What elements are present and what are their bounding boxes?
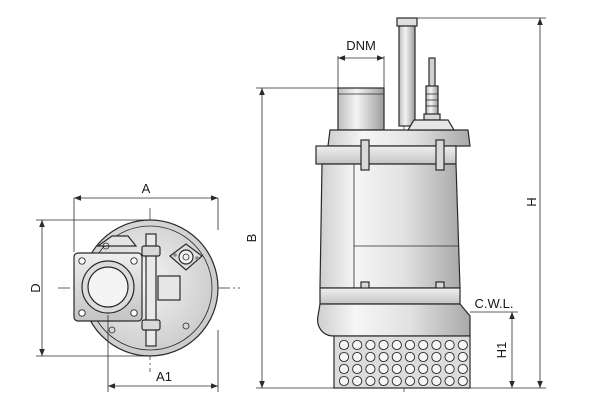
- plan-flange-bolt: [78, 309, 86, 317]
- strainer-hole: [404, 375, 416, 387]
- strainer-hole: [338, 363, 350, 375]
- strainer-hole: [352, 375, 363, 387]
- strainer-hole: [418, 363, 429, 375]
- plan-lifting-bar: [145, 233, 157, 347]
- strainer-hole: [391, 339, 402, 351]
- pump-casing: [317, 303, 471, 337]
- strainer-hole: [365, 351, 376, 363]
- dimension-h1: C.W.L. H1: [470, 296, 518, 388]
- label-h1: H1: [494, 342, 509, 359]
- strainer-hole: [391, 363, 402, 375]
- dimension-dnm: DNM: [337, 38, 385, 88]
- strainer-hole: [431, 363, 442, 375]
- strainer-hole: [418, 351, 429, 363]
- upper-cover: [327, 129, 471, 147]
- strainer-hole: [457, 351, 468, 363]
- strainer-hole: [444, 339, 455, 351]
- strainer-hole: [352, 351, 363, 363]
- strainer-hole: [365, 363, 376, 375]
- plan-terminal-block: [157, 275, 181, 301]
- plan-rim-bolt: [108, 326, 116, 334]
- strainer-hole: [431, 351, 442, 363]
- elevation-view: DNM B H C.W.L. H1: [244, 17, 546, 392]
- strainer-hole: [365, 339, 376, 351]
- strainer-hole: [391, 351, 402, 363]
- strainer-hole: [378, 363, 389, 375]
- label-a1: A1: [156, 369, 172, 384]
- plan-view: A A1 D: [28, 181, 240, 392]
- strainer-holes: [338, 339, 468, 387]
- dimension-a1: A1: [107, 315, 219, 392]
- plan-flange-bolt: [78, 257, 86, 265]
- strainer-hole: [391, 375, 402, 387]
- strainer-hole: [457, 363, 468, 375]
- discharge-pipe: [398, 25, 416, 127]
- strainer-hole: [418, 339, 429, 351]
- strainer-hole: [365, 375, 376, 387]
- strainer-hole: [431, 339, 442, 351]
- strainer-hole: [378, 339, 389, 351]
- strainer-hole: [444, 363, 455, 375]
- motor-flange: [315, 145, 457, 165]
- strainer-hole: [378, 351, 389, 363]
- strainer-hole: [457, 339, 468, 351]
- plan-discharge-bore: [87, 266, 129, 308]
- strainer-hole: [338, 339, 350, 351]
- strainer-hole: [404, 339, 416, 351]
- strainer-hole: [457, 375, 468, 387]
- plan-bar-clamp-lower: [141, 319, 161, 331]
- strainer-hole: [431, 375, 442, 387]
- cable-gland-nut: [423, 113, 441, 121]
- strainer-hole: [338, 351, 350, 363]
- strainer-hole: [444, 351, 455, 363]
- dimension-a: A: [73, 181, 219, 252]
- plan-bar-clamp-upper: [141, 245, 161, 257]
- label-d: D: [28, 283, 43, 292]
- plan-boss-bolt: [102, 242, 110, 250]
- outlet-block: [337, 87, 385, 131]
- label-h: H: [524, 197, 539, 206]
- cover-boss: [406, 119, 456, 131]
- strainer-hole: [404, 363, 416, 375]
- strainer-hole: [338, 375, 350, 387]
- plan-flange-bolts: [78, 257, 138, 317]
- motor-body: [319, 163, 461, 289]
- label-a: A: [142, 181, 151, 196]
- label-cwl: C.W.L.: [474, 296, 513, 311]
- strainer-hole: [418, 375, 429, 387]
- strainer-hole: [378, 375, 389, 387]
- discharge-pipe-cap: [396, 17, 418, 27]
- strainer-hole: [444, 375, 455, 387]
- cable-gland: [425, 85, 439, 117]
- plan-flange-bolt: [130, 257, 138, 265]
- dimension-b: B: [244, 87, 338, 389]
- pump-flange: [319, 287, 461, 305]
- strainer-hole: [352, 339, 363, 351]
- label-b: B: [244, 234, 259, 243]
- label-dnm: DNM: [346, 38, 376, 53]
- dimension-h: H: [417, 17, 546, 389]
- strainer-hole: [352, 363, 363, 375]
- plan-rim-bolt: [182, 322, 190, 330]
- strainer-hole: [404, 351, 416, 363]
- dimension-d: D: [28, 219, 150, 357]
- power-cable: [428, 57, 436, 89]
- plan-flange-bolt: [130, 309, 138, 317]
- plan-cable-gland: [169, 243, 203, 271]
